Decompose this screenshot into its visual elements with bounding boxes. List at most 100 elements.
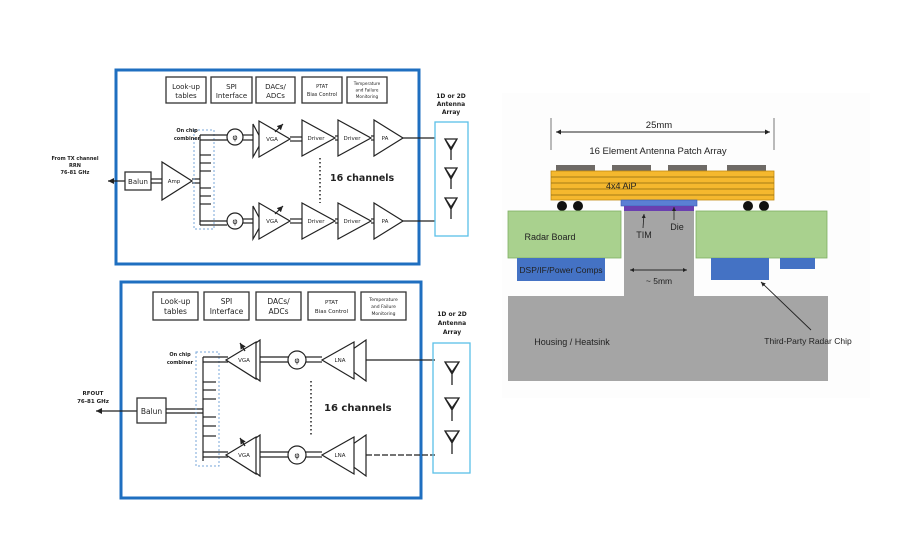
rx-output-label: 76-81 GHz (77, 399, 109, 405)
block-label: Interface (210, 307, 244, 316)
block-label: ADCs (266, 92, 285, 100)
aip-substrate (550, 170, 775, 201)
phase-label: φ (232, 217, 237, 226)
block-label: Bias Control (307, 92, 337, 98)
spi-interface-block (203, 291, 250, 321)
rx-antenna-array-box (432, 342, 471, 474)
tx-frame (114, 68, 421, 266)
radar-board-right (695, 210, 828, 259)
power-amplifier (373, 118, 405, 158)
phase-shifter (287, 445, 307, 465)
ptat-bias-block (307, 291, 356, 321)
tim-layer (624, 206, 694, 211)
tim-label: TIM (636, 230, 652, 240)
lna (320, 340, 355, 381)
driver (301, 118, 337, 158)
antenna-label: 1D or 2D (437, 311, 467, 318)
amp-label: Amp (168, 179, 181, 185)
rx-channel-bottom: VGA φ LNA (203, 433, 435, 478)
vga (258, 119, 292, 159)
tx-control-blocks: Look-up tables SPI Interface DACs/ ADCs … (165, 76, 388, 104)
phase-shifter (226, 212, 244, 230)
combiner-label: combiner (174, 136, 201, 142)
driver-label: Driver (344, 136, 362, 142)
vga-label: VGA (266, 137, 278, 143)
block-label: PTAT (316, 84, 329, 90)
solder-ball (743, 201, 753, 211)
chip-label: Third-Party Radar Chip (764, 336, 852, 346)
block-label: DACs/ (267, 297, 290, 306)
antenna-icon (443, 361, 461, 385)
array-label: 16 Element Antenna Patch Array (589, 146, 727, 157)
vga-label: VGA (266, 219, 278, 225)
block-label: ADCs (268, 307, 288, 316)
rx-combiner-box (195, 351, 220, 467)
package-cross-section: 25mm 16 Element Antenna Patch Array 4x4 … (502, 93, 870, 398)
block-label: SPI (221, 297, 233, 306)
block-label: Bias Control (315, 309, 349, 315)
block-label: Look-up (161, 297, 191, 306)
aip-label: 4x4 AiP (606, 181, 637, 191)
balun-label: Balun (141, 407, 163, 416)
housing-label: Housing / Heatsink (534, 337, 610, 347)
antenna-icon (443, 397, 461, 421)
rx-balun (136, 397, 167, 424)
driver-label: Driver (308, 136, 326, 142)
antenna-label: Array (443, 329, 461, 336)
lna-label: LNA (335, 358, 346, 364)
vga (224, 340, 257, 381)
antenna-label: 1D or 2D (436, 93, 466, 100)
combiner-label: combiner (167, 360, 194, 366)
die (620, 199, 698, 207)
lna (320, 435, 355, 476)
vga (258, 201, 292, 241)
lookup-tables-block (152, 291, 199, 321)
solder-ball (759, 201, 769, 211)
dacs-adcs-block (255, 291, 302, 321)
antenna-patch (668, 165, 707, 171)
block-label: and Failure (371, 304, 396, 310)
third-party-radar-chip (711, 258, 769, 280)
tx-panel: Look-up tables SPI Interface DACs/ ADCs … (51, 68, 469, 266)
ptat-bias-block (301, 76, 343, 104)
lna-label: LNA (335, 453, 346, 459)
channels-label: 16 channels (324, 403, 392, 414)
radar-board-left (507, 210, 622, 259)
dsp-components (517, 258, 605, 281)
block-label: Temperature (353, 81, 381, 86)
tx-channel-top: φ VGA Driver Driver PA (200, 118, 435, 160)
block-label: Monitoring (356, 94, 379, 99)
rx-channel-top: VGA φ LNA (203, 338, 435, 383)
block-label: Temperature (368, 297, 398, 303)
tx-channel-bottom: φ VGA Driver Driver PA (200, 201, 435, 242)
lookup-tables-block (165, 76, 207, 104)
chip-pointer (760, 281, 812, 331)
block-label: tables (175, 92, 197, 100)
solder-ball (573, 201, 583, 211)
antenna-patch (612, 165, 651, 171)
driver (301, 201, 337, 241)
rx-output-label: RFOUT (83, 391, 104, 397)
phase-label: φ (294, 356, 299, 365)
antenna-icon (443, 138, 459, 160)
combiner-label: On chip (169, 352, 191, 358)
combiner-label: On chip (176, 128, 198, 134)
driver (337, 201, 373, 241)
housing-heatsink (508, 211, 828, 381)
width-label: 25mm (646, 120, 672, 131)
driver-label: Driver (344, 219, 362, 225)
phase-shifter (287, 350, 307, 370)
pa-label: PA (382, 219, 389, 225)
antenna-icon (443, 167, 459, 189)
die-label: Die (670, 222, 684, 232)
antenna-icon (443, 430, 461, 454)
block-label: Monitoring (371, 311, 395, 317)
tx-amp (161, 160, 194, 202)
tx-antenna-array-box (434, 121, 469, 237)
antenna-patch (556, 165, 595, 171)
channels-label: 16 channels (330, 173, 395, 184)
power-amplifier (373, 201, 405, 241)
balun-label: Balun (128, 178, 148, 186)
phase-shifter (226, 128, 244, 146)
